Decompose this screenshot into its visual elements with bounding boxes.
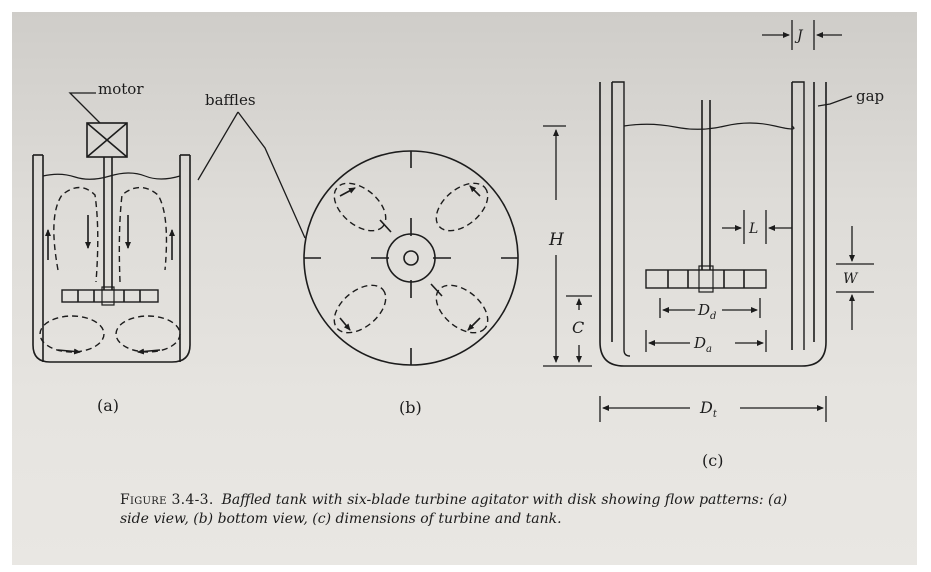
dim-C-label: C xyxy=(572,318,584,337)
dimension-view-tank-wall xyxy=(599,82,827,367)
dim-C xyxy=(566,295,592,363)
view-b-label: (b) xyxy=(399,398,422,417)
dim-J xyxy=(762,20,842,50)
dimension-view xyxy=(599,81,827,367)
side-view xyxy=(32,92,191,363)
dimension-view-right-baffle xyxy=(792,81,805,350)
side-view-upper-flow xyxy=(53,186,168,283)
dim-Da-label: Da xyxy=(693,334,712,355)
dimension-view-impeller xyxy=(645,269,767,289)
side-view-lower-flow xyxy=(39,315,181,353)
motor-label: motor xyxy=(98,80,144,98)
view-c-label: (c) xyxy=(702,451,723,470)
gap-label: gap xyxy=(856,87,884,105)
dim-H xyxy=(543,125,592,367)
bottom-view xyxy=(303,150,519,366)
dim-J-label: J xyxy=(794,28,804,44)
dim-Da xyxy=(645,330,767,352)
gap-pointer xyxy=(817,95,853,107)
bottom-view-flow xyxy=(333,182,489,334)
figure-caption: Figure 3.4-3.Baffled tank with six-blade… xyxy=(120,491,820,529)
dim-W xyxy=(836,226,874,330)
caption-text: Baffled tank with six-blade turbine agit… xyxy=(120,492,788,527)
dim-Dd xyxy=(659,298,761,318)
baffles-label: baffles xyxy=(205,91,256,109)
bottom-view-disk xyxy=(386,233,436,283)
dim-Dd-label: Dd xyxy=(697,301,716,322)
figure-number: Figure 3.4-3. xyxy=(120,492,214,508)
baffles-leader-lines xyxy=(197,111,306,239)
side-view-tank-wall xyxy=(32,155,191,363)
view-a-label: (a) xyxy=(97,396,119,415)
dim-Dt-label: Dt xyxy=(699,398,718,420)
bottom-view-tank-wall xyxy=(303,150,519,366)
dim-L xyxy=(722,210,792,244)
dim-Dt xyxy=(599,396,827,422)
dim-L-label: L xyxy=(748,221,758,237)
motor-box xyxy=(86,122,128,158)
dim-W-label: W xyxy=(843,271,859,287)
side-view-liquid-surface xyxy=(42,172,181,180)
side-view-impeller xyxy=(61,289,159,303)
dimension-view-liquid-surface xyxy=(623,122,795,130)
dim-H-label: H xyxy=(548,230,565,250)
dimension-view-left-baffle xyxy=(612,81,631,357)
